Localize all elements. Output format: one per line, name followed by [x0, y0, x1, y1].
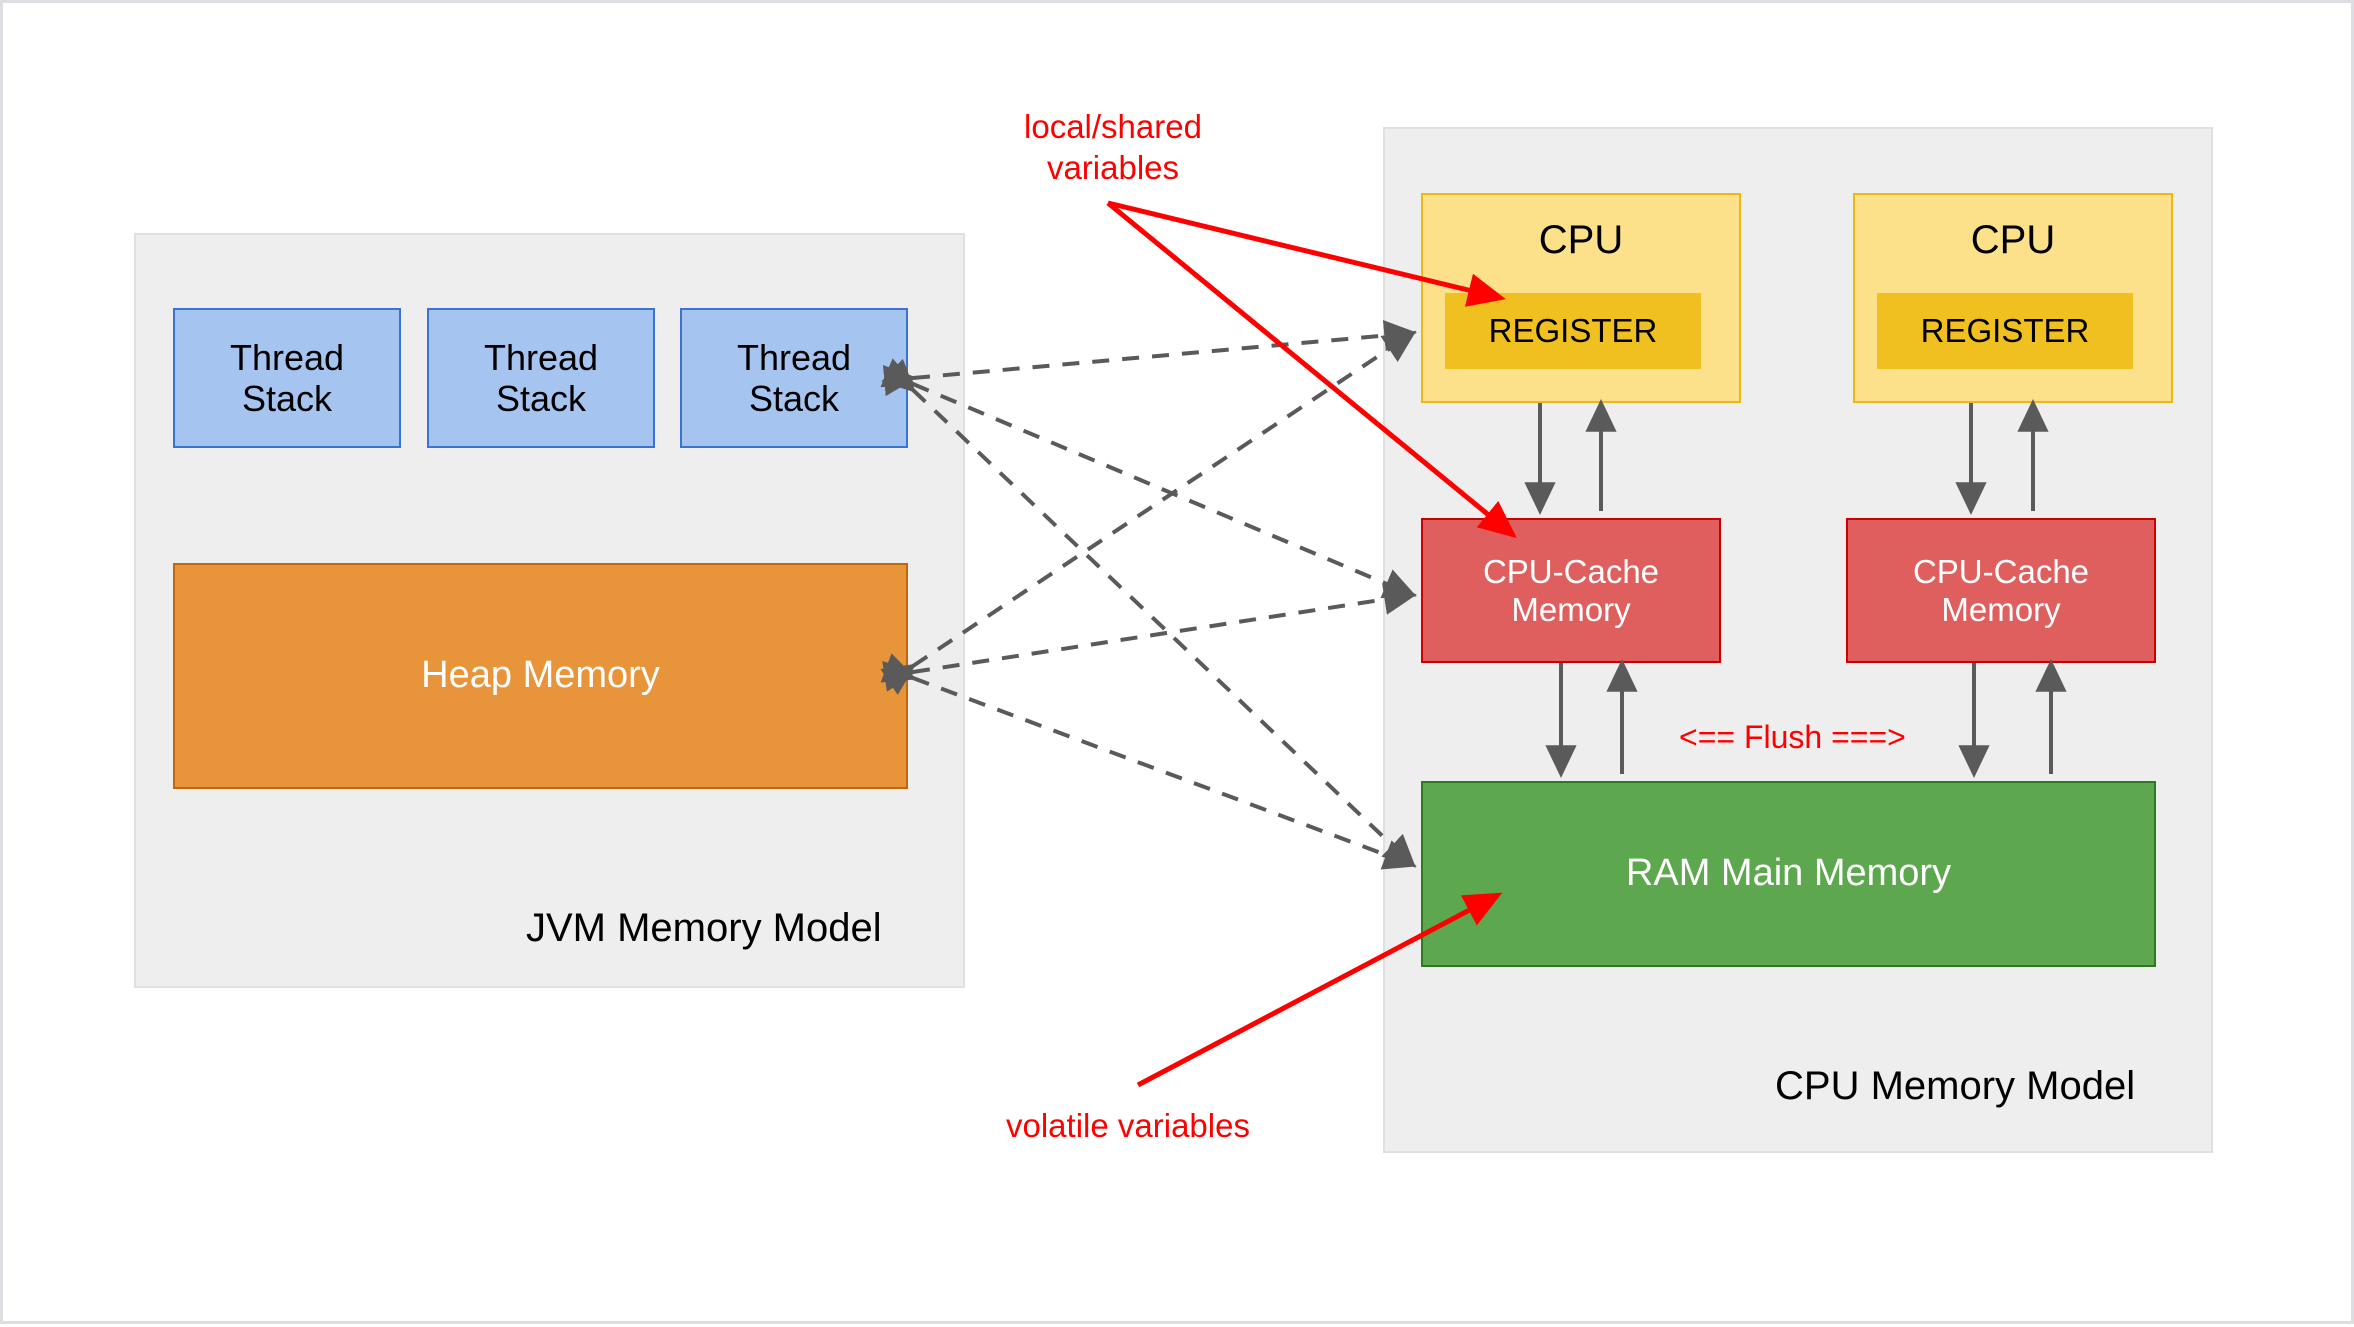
cpu-cache-label-1-line1: CPU-Cache — [1482, 552, 1660, 590]
arrow-heap-to-cache — [882, 583, 1417, 692]
thread-stack-label-2-line1: Thread — [483, 336, 599, 378]
cpu-title-2: CPU — [1970, 218, 2056, 262]
arrow-threadstack-to-ram — [881, 358, 1416, 868]
thread-stack-label-2-line2: Stack — [495, 378, 587, 419]
register-box-2: REGISTER — [1877, 293, 2133, 369]
thread-stack-label-1-line2: Stack — [241, 378, 333, 419]
cpu-cache-label-1-line2: Memory — [1511, 590, 1631, 628]
heap-memory-label: Heap Memory — [421, 654, 660, 697]
thread-stack-label-3-line1: Thread — [736, 336, 852, 378]
cpu-box-1: CPU REGISTER — [1421, 193, 1741, 403]
flush-annotation: <== Flush ===> — [1679, 719, 1906, 755]
cpu-box-2: CPU REGISTER — [1853, 193, 2173, 403]
heap-memory-box: Heap Memory — [173, 563, 908, 789]
ram-main-memory-box: RAM Main Memory — [1421, 781, 2156, 967]
jvm-memory-model-label: JVM Memory Model — [526, 906, 882, 950]
arrow-heap-to-register — [880, 330, 1417, 695]
arrow-heap-to-ram — [880, 653, 1417, 870]
arrow-threadstack-to-register — [882, 320, 1417, 397]
ram-main-memory-label: RAM Main Memory — [1625, 852, 1952, 895]
local-shared-variables-line1: local/shared — [1024, 108, 1202, 145]
register-box-1: REGISTER — [1445, 293, 1701, 369]
register-label-2: REGISTER — [1920, 312, 2090, 350]
thread-stack-label-3-line2: Stack — [748, 378, 840, 419]
cpu-cache-label-2-line1: CPU-Cache — [1912, 552, 2090, 590]
cpu-cache-label-2-line2: Memory — [1941, 590, 2061, 628]
cpu-title-1: CPU — [1538, 218, 1624, 262]
register-label-1: REGISTER — [1488, 312, 1658, 350]
thread-stack-label-1-line1: Thread — [229, 336, 345, 378]
local-shared-variables-annotation: local/shared variables — [1013, 106, 1213, 189]
volatile-variables-annotation: volatile variables — [1006, 1107, 1250, 1144]
cpu-memory-model-label: CPU Memory Model — [1775, 1064, 2136, 1108]
arrow-threadstack-to-cache — [880, 358, 1417, 599]
local-shared-variables-line2: variables — [1046, 149, 1180, 187]
